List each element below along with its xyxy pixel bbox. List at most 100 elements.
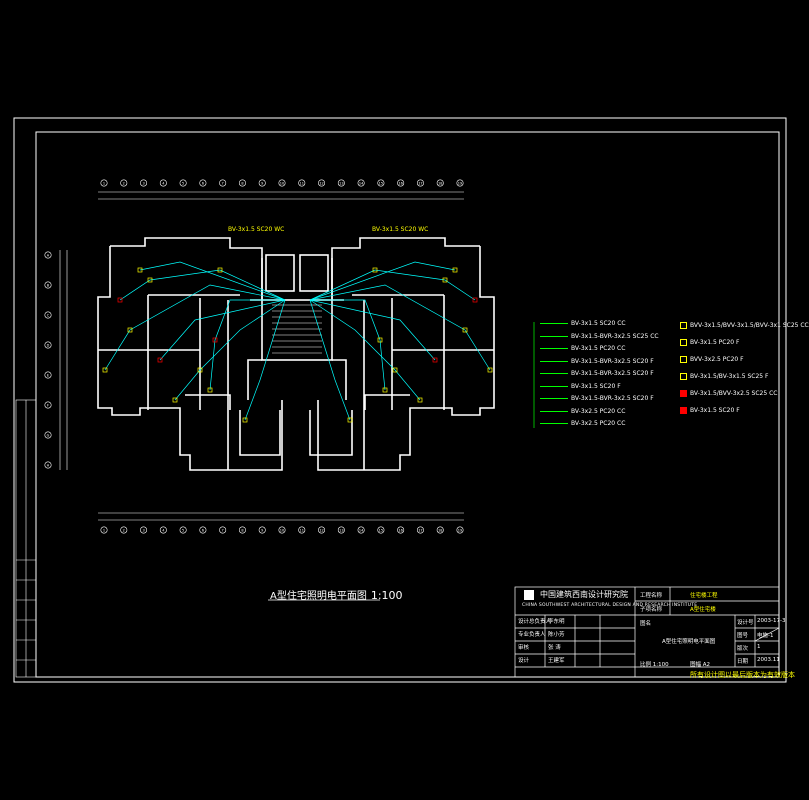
- legend-row: BVV-3x1.5/BVV-3x1.5/BVV-3x1 SC25 CC: [680, 322, 809, 329]
- axis-label: 6: [202, 182, 204, 186]
- drawing-title-text: A型住宅照明电平面图: [270, 591, 367, 602]
- axis-label: 2: [123, 182, 125, 186]
- axis-label: 13: [339, 182, 343, 186]
- axis-bubble: [120, 179, 128, 187]
- legend-symbol: [540, 348, 568, 349]
- legend-symbol: [680, 390, 687, 397]
- axis-bubble: [436, 179, 444, 187]
- axis-label: B: [47, 284, 50, 288]
- device-symbol: [207, 387, 213, 393]
- device-symbol: [157, 357, 163, 363]
- role-label: 设计: [518, 658, 530, 664]
- legend-text: BV-3x1.5 SC20 F: [571, 382, 621, 390]
- axis-bubble: [199, 179, 207, 187]
- axis-bubble: [318, 179, 326, 187]
- axis-label: 17: [418, 529, 422, 533]
- legend-symbol: [680, 356, 687, 363]
- axis-bubble: [44, 431, 52, 439]
- format-cell: 图幅 A2: [690, 662, 711, 668]
- legend-symbol: [680, 339, 687, 346]
- axis-bubble: [100, 179, 108, 187]
- device-symbol: [217, 267, 223, 273]
- project-label: 工程名称: [640, 593, 663, 599]
- right-cell-value: 1: [757, 644, 761, 650]
- right-cell-label: 图号: [737, 633, 749, 639]
- axis-bubble: [397, 179, 405, 187]
- axis-bubble: [258, 179, 266, 187]
- axis-label: 3: [142, 529, 144, 533]
- legend-text: BV-3x1.5 SC20 CC: [571, 320, 626, 327]
- axis-bubble: [199, 526, 207, 534]
- top-dimension: [98, 191, 464, 200]
- axis-label: 19: [458, 529, 462, 533]
- legend-row: BV-3x1.5-BVR-3x2.5 SC20 F: [540, 395, 654, 402]
- axis-bubble: [416, 526, 424, 534]
- device-symbol: [347, 417, 353, 423]
- sub-label: 子项名称: [640, 607, 663, 613]
- legend-symbol: [540, 410, 568, 412]
- legend-text: BV-3x1.5-BVR-3x2.5 SC20 F: [571, 370, 654, 377]
- device-symbol: [472, 297, 478, 303]
- device-symbol: [392, 367, 398, 373]
- axis-label: 14: [359, 529, 364, 533]
- legend-symbol: [540, 398, 568, 399]
- legend-symbol: [540, 323, 568, 324]
- legend-row: BV-3x2.5 PC20 CC: [540, 408, 625, 415]
- legend-row: BV-3x1.5-BVR-3x2.5 SC20 F: [540, 358, 654, 365]
- axis-bubble: [140, 179, 148, 187]
- axis-bubble: [278, 526, 286, 534]
- axis-label: D: [47, 344, 50, 348]
- axis-label: 18: [438, 182, 442, 186]
- device-symbol: [462, 327, 468, 333]
- legend-text: BV-3x1.5-BVR-3x2.5 SC20 F: [571, 357, 654, 365]
- axis-label: 7: [222, 182, 224, 186]
- legend-row: BV-3x1.5-BVR-3x2.5 SC25 CC: [540, 333, 659, 340]
- axis-bubble: [298, 179, 306, 187]
- role-label: 审核: [518, 645, 530, 651]
- legend-symbol: [540, 385, 568, 387]
- legend-text: BV-3x1.5 PC20 CC: [571, 345, 626, 352]
- axis-bubble: [318, 526, 326, 534]
- axis-bubble: [278, 179, 286, 187]
- legend-text: BV-3x2.5 PC20 CC: [571, 420, 626, 427]
- axis-label: 7: [222, 529, 224, 533]
- legend-row: BV-3x1.5 PC20 F: [680, 339, 739, 346]
- axis-bubble: [258, 526, 266, 534]
- axis-label: F: [47, 404, 49, 408]
- axis-bubble: [179, 526, 187, 534]
- axis-bubble: [44, 281, 52, 289]
- axis-label: 16: [398, 529, 402, 533]
- legend-text: BV-3x1.5-BVR-3x2.5 SC20 F: [571, 395, 654, 402]
- drawing-scale: 1:100: [370, 589, 403, 602]
- scale-cell: 比例 1:100: [640, 662, 669, 668]
- axis-label: 11: [300, 529, 304, 533]
- legend-row: BVV-3x2.5 PC20 F: [680, 356, 744, 363]
- legend-row: BV-3x1.5 SC20 F: [680, 407, 740, 414]
- institute-name: 中国建筑西南设计研究院: [540, 590, 628, 599]
- legend-symbol: [540, 373, 568, 374]
- axis-bubble: [436, 526, 444, 534]
- axis-bubble: [44, 371, 52, 379]
- axis-label: H: [47, 464, 50, 468]
- axis-label: 3: [142, 182, 144, 186]
- axis-label: 12: [319, 182, 323, 186]
- axis-label: 1: [103, 182, 105, 186]
- axis-bubble: [298, 526, 306, 534]
- axis-label: G: [47, 434, 50, 438]
- axis-bubble: [337, 179, 345, 187]
- axis-label: 12: [319, 529, 323, 533]
- axis-bubble: [140, 526, 148, 534]
- axis-label: 15: [379, 529, 383, 533]
- right-cell-label: 设计号: [737, 620, 754, 626]
- legend-row: BV-3x1.5/BV-3x1.5 SC25 F: [680, 373, 768, 380]
- legend-row: BV-3x1.5 PC20 CC: [540, 345, 625, 352]
- device-symbol: [117, 297, 123, 303]
- legend-text: BV-3x1.5 PC20 F: [690, 339, 740, 346]
- device-symbol: [212, 337, 218, 343]
- axis-bubble: [159, 179, 167, 187]
- axis-label: 17: [418, 182, 422, 186]
